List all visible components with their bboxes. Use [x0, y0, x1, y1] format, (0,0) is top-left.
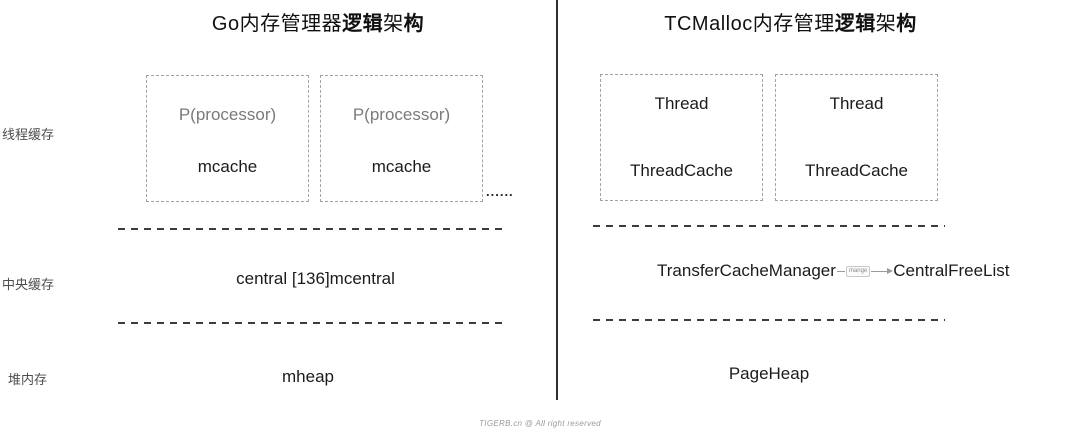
thread-cache-label: ThreadCache [804, 161, 908, 180]
right-arrow-icon [871, 267, 894, 274]
title-text: 逻辑 [834, 13, 876, 35]
mange-label: mange [845, 265, 871, 277]
tcmalloc-thread-box-1: Thread ThreadCache [600, 74, 763, 201]
title-text: 架 [875, 13, 897, 35]
right-section-divider-1 [593, 225, 945, 227]
go-mcentral-node: central [136]mcentral [236, 269, 395, 288]
panel-divider-line [556, 0, 558, 400]
processor-label: P(processor) [178, 105, 277, 124]
transfer-cache-manager-label: TransferCacheManager [657, 261, 836, 280]
thread-label: Thread [829, 94, 884, 113]
copyright-watermark: TIGERB.cn @ All right reserved [479, 419, 601, 428]
title-text: Go [211, 13, 240, 35]
thread-cache-label: ThreadCache [629, 161, 733, 180]
title-text: 架 [383, 13, 404, 35]
title-text: 构 [403, 13, 425, 35]
thread-label: Thread [654, 94, 709, 113]
mcache-label: mcache [197, 157, 258, 176]
left-panel-title: Go内存管理器逻辑架构 [118, 7, 518, 36]
title-text: 逻辑 [342, 13, 384, 35]
title-text: 内存管理器 [239, 13, 343, 35]
tcmalloc-thread-box-2: Thread ThreadCache [775, 74, 938, 201]
tcmalloc-central-cache-row: TransferCacheManager mange CentralFreeLi… [657, 258, 1009, 284]
go-mheap-node: mheap [282, 367, 334, 386]
row-label-central-cache: 中央缓存 [2, 277, 55, 292]
left-section-divider-1 [118, 228, 508, 230]
left-section-divider-2 [118, 322, 508, 324]
title-text: 构 [896, 13, 917, 35]
go-processor-box-2: P(processor) mcache [320, 75, 483, 202]
mcache-label: mcache [371, 157, 432, 176]
row-label-thread-cache: 线程缓存 [2, 127, 55, 142]
more-boxes-ellipsis: ...... [486, 184, 514, 199]
central-free-list-label: CentralFreeList [893, 261, 1010, 280]
title-text: TCMalloc [664, 13, 753, 35]
right-section-divider-2 [593, 319, 945, 321]
tcmalloc-pageheap-node: PageHeap [728, 364, 810, 383]
connector-line [836, 270, 845, 272]
go-processor-box-1: P(processor) mcache [146, 75, 309, 202]
processor-label: P(processor) [352, 105, 451, 124]
title-text: 内存管理 [752, 13, 835, 35]
row-label-heap-memory: 堆内存 [8, 372, 48, 387]
right-panel-title: TCMalloc内存管理逻辑架构 [598, 7, 983, 36]
